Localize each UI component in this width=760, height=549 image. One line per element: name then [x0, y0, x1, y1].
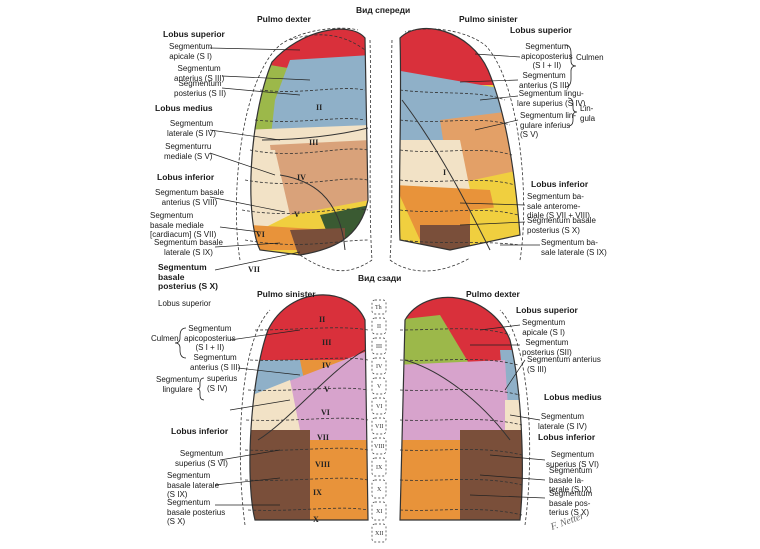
front-numeral-2: II [316, 103, 322, 112]
back-numeral-6: VI [321, 408, 330, 417]
back-numeral-2: II [319, 315, 325, 324]
front-label-lingulare-superius: Segmentum lingu-lare superius (S IV) [517, 89, 586, 108]
back-right-lobus-inferior: Lobus inferior [538, 432, 596, 442]
front-right-lung-title: Pulmo dexter [257, 14, 311, 24]
front-label-lingulare-inferius: Segmentum lin-gulare inferius(S V) [520, 111, 577, 139]
back-label-right-anterius: Segmentum anterius(S III) [527, 355, 601, 374]
back-numeral-8: VIII [315, 460, 330, 469]
front-numeral-3: III [309, 138, 318, 147]
vertebra-label-9: IX [376, 465, 383, 471]
front-right-lobus-inferior: Lobus inferior [157, 172, 215, 182]
front-label-anteromediale: Segmentum ba-sale anterome-diale (S VII … [527, 192, 590, 220]
back-numeral-9: IX [313, 488, 322, 497]
back-numeral-10: X [313, 515, 319, 524]
vertebra-label-3: III [376, 344, 382, 350]
back-numeral-3: III [322, 338, 331, 347]
vertebra-label-6: VI [376, 404, 382, 410]
vertebra-label-th: Th [375, 305, 382, 311]
vertebra-label-5: V [377, 384, 382, 390]
back-left-lobus-inferior: Lobus inferior [171, 426, 229, 436]
front-numeral-4: IV [297, 173, 306, 182]
back-label-superius-iv: superius(S IV) [207, 374, 238, 393]
front-label-left-basale-laterale: Segmentum ba-sale laterale (S IX) [541, 238, 607, 257]
back-numeral-4: IV [322, 361, 331, 370]
front-numeral-5: V [294, 210, 300, 219]
vertebra-label-12: XII [375, 531, 383, 537]
front-left-lobus-inferior: Lobus inferior [531, 179, 589, 189]
front-left-lobus-superior: Lobus superior [510, 25, 572, 35]
back-numeral-5: V [324, 385, 330, 394]
vertebra-label-8: VIII [374, 444, 384, 450]
back-right-lung-title: Pulmo dexter [466, 289, 520, 299]
front-right-lobus-medius: Lobus medius [155, 103, 213, 113]
vertebra-label-11: XI [376, 509, 382, 515]
front-numeral-6: VI [256, 230, 265, 239]
front-numeral-7: VII [248, 265, 260, 274]
back-numeral-7: VII [317, 433, 329, 442]
front-left-lung-title: Pulmo sinister [459, 14, 518, 24]
vertebra-label-10: X [377, 487, 382, 493]
vertebra-label-7: VII [375, 424, 383, 430]
back-left-lobus-superior: Lobus superior [158, 299, 211, 308]
back-view-title: Вид сзади [358, 273, 402, 283]
front-label-lingula: Lin-gula [580, 104, 596, 123]
vertebra-label-4: IV [376, 364, 383, 370]
front-view-title: Вид спереди [356, 5, 411, 15]
back-label-culmen: Culmen [151, 334, 179, 343]
back-right-lobus-medius: Lobus medius [544, 392, 602, 402]
back-left-lung-title: Pulmo sinister [257, 289, 316, 299]
front-label-culmen: Culmen [576, 53, 604, 62]
front-right-lobus-superior: Lobus superior [163, 29, 225, 39]
vertebra-label-2: II [377, 324, 381, 330]
front-left-numeral-1: I [443, 168, 446, 177]
back-right-lobus-superior: Lobus superior [516, 305, 578, 315]
